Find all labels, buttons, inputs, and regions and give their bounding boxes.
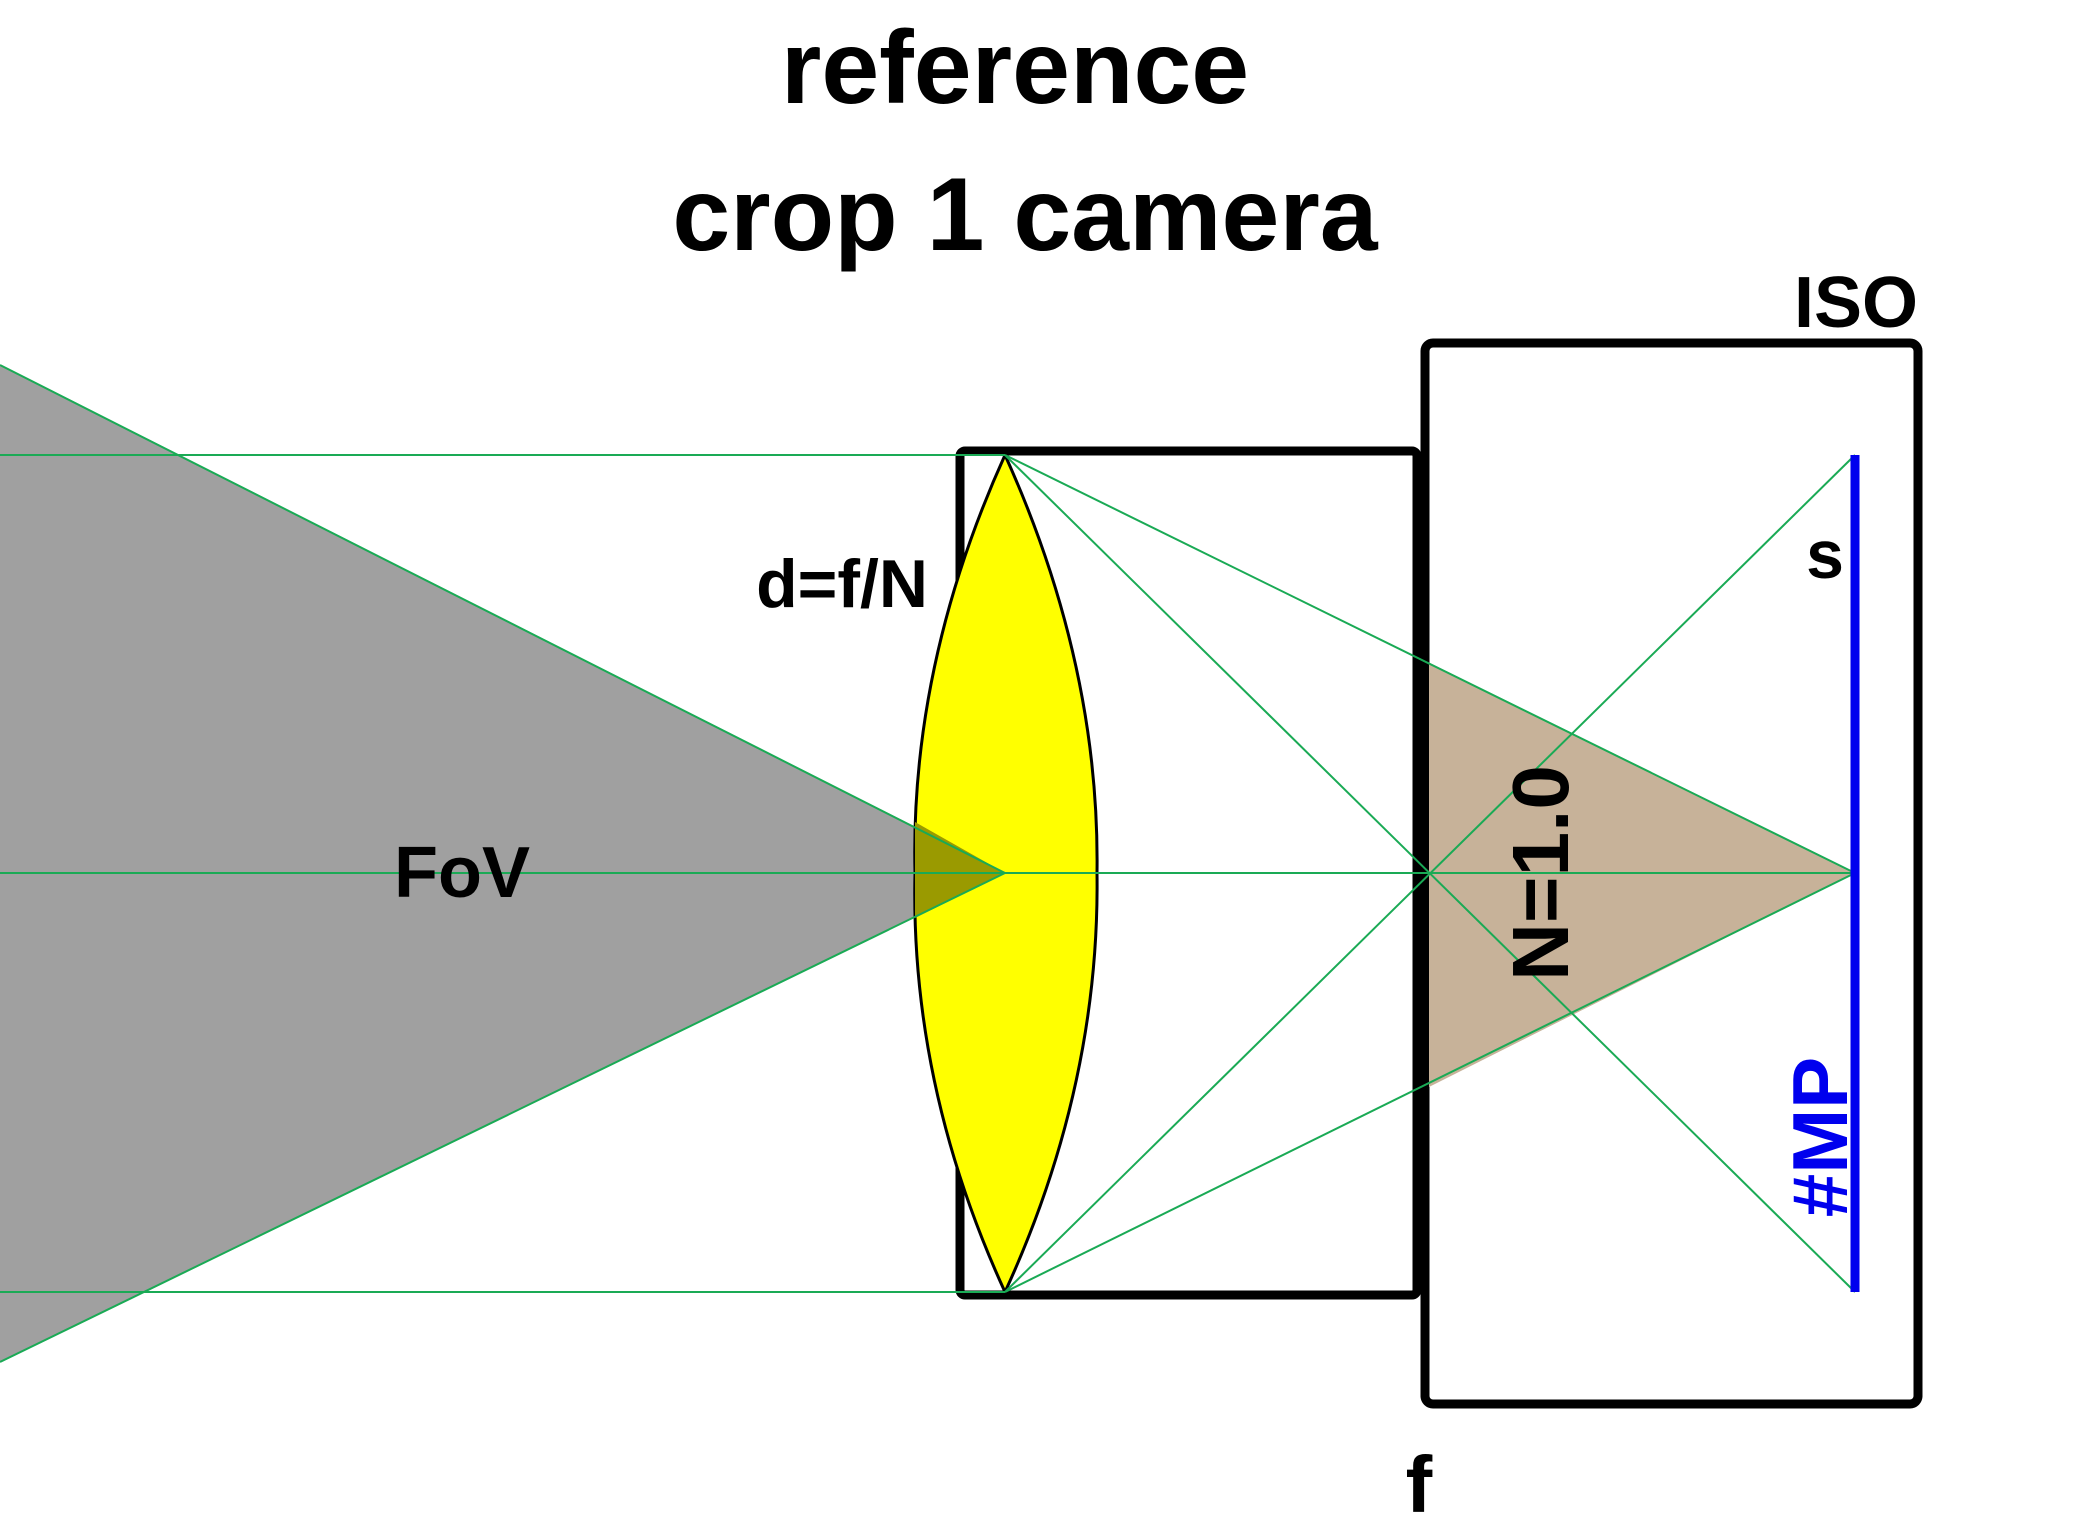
title-line-1: reference — [781, 10, 1249, 126]
ray-fov-lower — [0, 872, 1006, 1363]
light-rays — [0, 364, 1856, 1363]
f-number-label: N=1.0 — [1496, 765, 1585, 981]
light-cone — [1429, 664, 1855, 1087]
ray-lens-bottom-to-sensor-center — [1004, 872, 1856, 1293]
megapixels-label: #MP — [1776, 1057, 1864, 1217]
fov-label: FoV — [394, 833, 530, 913]
focal-length-label: f — [1406, 1440, 1433, 1524]
ray-lens-bottom-to-sensor-top — [1004, 454, 1856, 1293]
fov-cone — [0, 365, 1005, 1362]
aperture-label: d=f/N — [756, 546, 928, 622]
sensor-size-label: s — [1806, 517, 1844, 593]
ray-fov-upper — [0, 364, 1006, 874]
ray-lens-top-to-sensor-center — [1004, 454, 1856, 874]
iso-label: ISO — [1794, 263, 1918, 343]
title-line-2: crop 1 camera — [672, 157, 1378, 273]
lens-fov-overlap — [915, 822, 1005, 918]
